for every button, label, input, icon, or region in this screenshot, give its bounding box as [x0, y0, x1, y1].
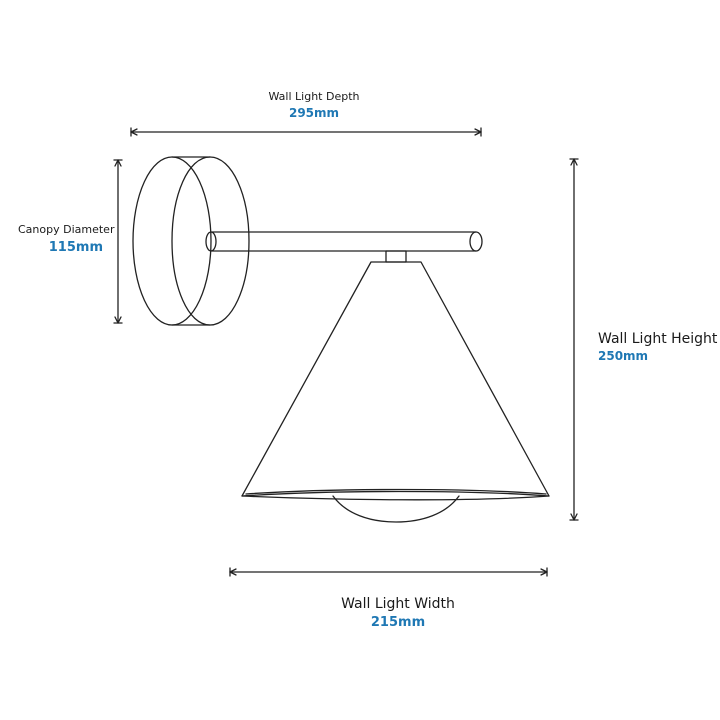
arm-drawing [205, 231, 483, 252]
canopy-drawing [132, 156, 250, 326]
shade-drawing [241, 261, 550, 501]
width-value: 215mm [370, 615, 426, 630]
depth-dimension-line [130, 127, 482, 137]
height-value: 250mm [598, 349, 649, 363]
width-dimension-line [229, 567, 548, 577]
canopy-label: Canopy Diameter [18, 223, 115, 236]
canopy-value: 115mm [48, 240, 103, 255]
connector-drawing [385, 250, 407, 263]
depth-value: 295mm [288, 106, 340, 120]
bulb-drawing [332, 495, 460, 523]
height-dimension-line [569, 158, 579, 521]
width-label: Wall Light Width [341, 596, 455, 612]
height-label: Wall Light Height [598, 331, 718, 347]
canopy-dimension-line [113, 159, 123, 324]
depth-label: Wall Light Depth [268, 90, 360, 103]
